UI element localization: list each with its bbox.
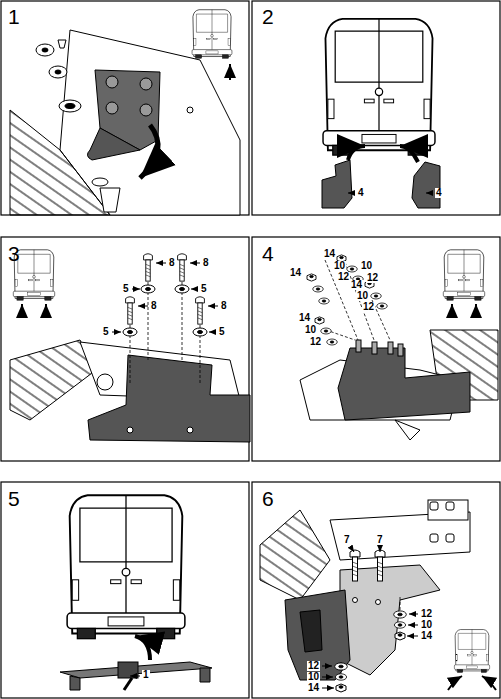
callout-number: 5 bbox=[122, 284, 130, 294]
step-number: 2 bbox=[262, 6, 274, 27]
callout-number: 8 bbox=[220, 301, 228, 311]
callout-number: 10 bbox=[333, 261, 346, 271]
callout-number: 12 bbox=[307, 661, 320, 671]
callout-number: 4 bbox=[435, 188, 443, 198]
step-number: 1 bbox=[8, 6, 20, 27]
callout-number: 8 bbox=[202, 258, 210, 268]
step-number: 5 bbox=[8, 488, 20, 509]
callout-number: 8 bbox=[168, 258, 176, 268]
callout-number: 12 bbox=[362, 302, 375, 312]
callout-number: 8 bbox=[150, 301, 158, 311]
callout-number: 5 bbox=[200, 284, 208, 294]
callout-number: 7 bbox=[343, 535, 351, 545]
step-number: 6 bbox=[262, 488, 274, 509]
callout-number: 5 bbox=[218, 327, 226, 337]
callout-number: 10 bbox=[307, 672, 320, 682]
callout-number: 14 bbox=[420, 631, 433, 641]
callout-number: 10 bbox=[420, 620, 433, 630]
callout-number: 4 bbox=[357, 188, 365, 198]
callout-number: 12 bbox=[420, 609, 433, 619]
callout-number: 14 bbox=[298, 313, 311, 323]
callout-number: 14 bbox=[289, 268, 302, 278]
callout-number: 10 bbox=[360, 261, 373, 271]
callout-number: 7 bbox=[376, 535, 384, 545]
callout-number: 10 bbox=[304, 325, 317, 335]
callout-number: 14 bbox=[350, 280, 363, 290]
callout-number: 14 bbox=[307, 683, 320, 693]
callout-number: 12 bbox=[366, 273, 379, 283]
callout-number: 10 bbox=[356, 291, 369, 301]
callout-number: 14 bbox=[323, 249, 336, 259]
step-number: 4 bbox=[262, 243, 274, 264]
callout-number: 12 bbox=[309, 337, 322, 347]
callout-number: 12 bbox=[337, 272, 350, 282]
callout-number: 5 bbox=[102, 327, 110, 337]
step-number: 3 bbox=[8, 243, 20, 264]
callout-number: 1 bbox=[142, 670, 150, 680]
